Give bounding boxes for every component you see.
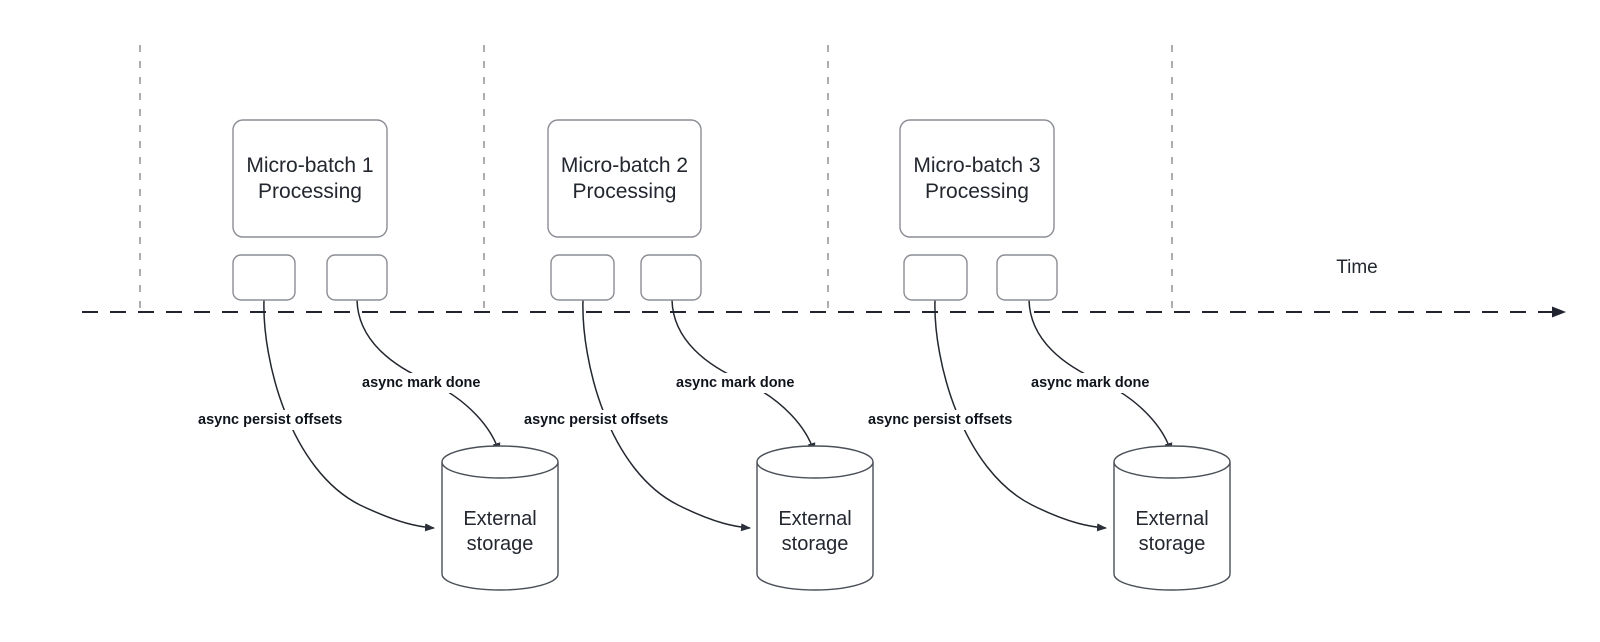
micro-batch-1-external-storage-label-line1: External [463, 508, 536, 530]
micro-batch-2-process-label-line2: Processing [573, 180, 677, 203]
micro-batch-2-process-label-line1: Micro-batch 2 [561, 154, 688, 177]
micro-batch-2-external-storage-cylinder-top [756, 445, 874, 479]
micro-batch-3-mark-done-task-box[interactable] [996, 254, 1058, 301]
micro-batch-3-process-box[interactable] [899, 119, 1055, 238]
micro-batch-2-async-persist-offsets-arrow [582, 299, 751, 532]
micro-batch-1-async-mark-done-label-plate [359, 373, 484, 393]
micro-batch-1-persist-offsets-task-box[interactable] [232, 254, 296, 301]
micro-batch-2-process-box[interactable] [547, 119, 702, 238]
micro-batch-3-external-storage-cylinder-body[interactable] [1113, 462, 1231, 591]
micro-batch-1-async-persist-offsets-arrow [263, 299, 435, 532]
micro-batch-2-external-storage-label-line1: External [778, 508, 851, 530]
micro-batch-3-process-label-line1: Micro-batch 3 [913, 154, 1040, 177]
vertical-guide-lines [139, 45, 1173, 312]
micro-batch-1-external-storage-label-line2: storage [467, 533, 534, 555]
micro-batch-2-external-storage-label-line2: storage [782, 533, 849, 555]
micro-batch-2-async-persist-offsets-label: async persist offsets [524, 412, 668, 428]
micro-batch-3-async-persist-offsets-label: async persist offsets [868, 412, 1012, 428]
micro-batch-1-async-mark-done-label: async mark done [362, 375, 480, 391]
micro-batch-3-async-persist-offsets-arrow [934, 299, 1107, 532]
micro-batch-1-external-storage-cylinder-body[interactable] [441, 462, 559, 591]
time-axis-label: Time [1336, 257, 1378, 278]
micro-batch-3-async-persist-offsets-label-plate [865, 410, 1016, 430]
micro-batch-1-process-label-line1: Micro-batch 1 [246, 154, 373, 177]
micro-batch-3-async-mark-done-label: async mark done [1031, 375, 1149, 391]
micro-batch-2-async-persist-offsets-label-plate [521, 410, 672, 430]
edge-labels-layer: async persist offsets async mark done asyn… [195, 373, 1153, 430]
micro-batch-3-external-storage-label-line2: storage [1139, 533, 1206, 555]
micro-batch-3-async-mark-done-label-plate [1028, 373, 1153, 393]
micro-batch-1-async-persist-offsets-label: async persist offsets [198, 412, 342, 428]
micro-batch-2-persist-offsets-task-box[interactable] [550, 254, 615, 301]
async-edges-layer [263, 299, 1173, 532]
micro-batch-1-process-box[interactable] [232, 119, 388, 238]
micro-batch-1-async-persist-offsets-label-plate [195, 410, 346, 430]
micro-batch-2-async-mark-done-label: async mark done [676, 375, 794, 391]
micro-batch-3-external-storage-cylinder-top [1113, 445, 1231, 479]
micro-batch-1-mark-done-task-box[interactable] [326, 254, 388, 301]
micro-batch-2-async-mark-done-label-plate [673, 373, 798, 393]
micro-batch-3-process-label-line2: Processing [925, 180, 1029, 203]
micro-batch-1-process-label-line2: Processing [258, 180, 362, 203]
micro-batch-2-external-storage-cylinder-body[interactable] [756, 462, 874, 591]
micro-batch-1-external-storage-cylinder-top [441, 445, 559, 479]
micro-batch-3-persist-offsets-task-box[interactable] [903, 254, 968, 301]
micro-batch-2-mark-done-task-box[interactable] [640, 254, 702, 301]
micro-batch-3-external-storage-label-line1: External [1135, 508, 1208, 530]
